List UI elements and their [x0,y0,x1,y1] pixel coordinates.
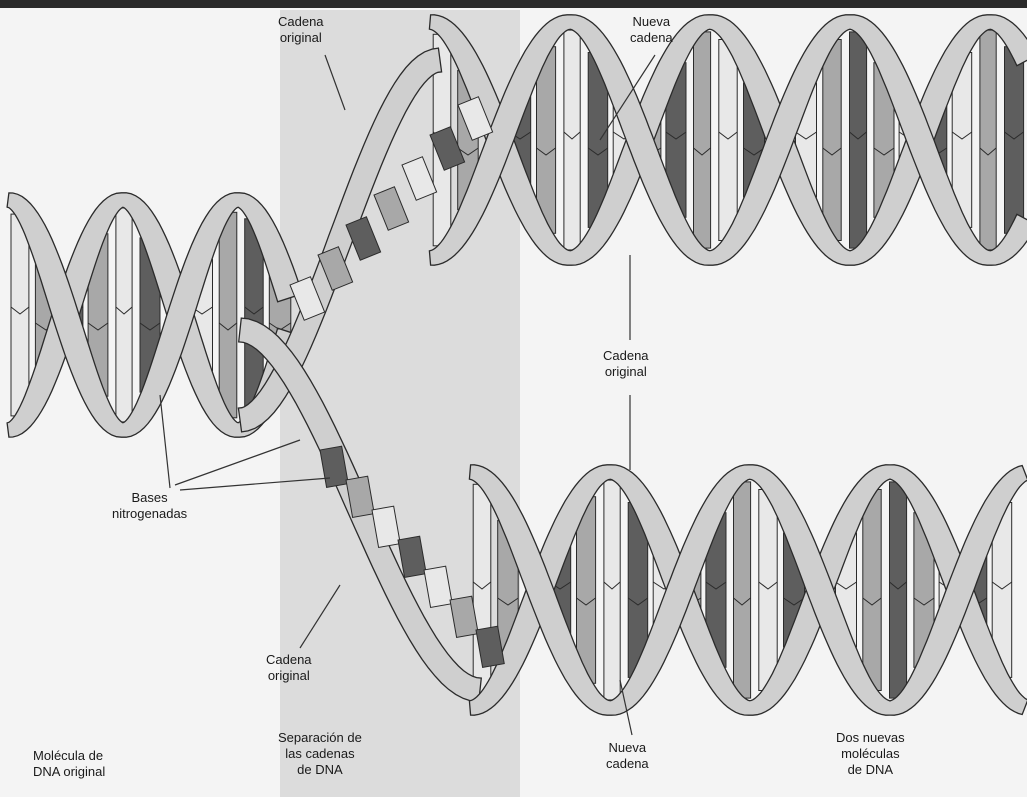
upper-daughter-base-pair [823,40,841,241]
upper-daughter-base-pair [850,32,867,248]
upper-daughter-base-pair [564,30,580,250]
label-bases-nitrogenadas: Bases nitrogenadas [112,490,187,522]
label-text: de DNA [278,762,362,778]
label-text: Molécula de [33,748,105,764]
label-cadena-original-top: Cadena original [278,14,324,46]
label-text: de DNA [836,762,905,778]
upper-daughter-base-pair [719,40,737,241]
leader-bases-1 [160,395,170,488]
label-text: Nueva [630,14,673,30]
label-text: cadena [630,30,673,46]
label-text: original [278,30,324,46]
label-separacion: Separación de las cadenas de DNA [278,730,362,778]
label-molecula-original: Molécula de DNA original [33,748,105,780]
label-cadena-original-middle: Cadena original [601,347,651,381]
label-text: Dos nuevas [836,730,905,746]
label-text: Nueva [606,740,649,756]
label-text: nitrogenadas [112,506,187,522]
upper-daughter-base-pair [980,30,996,250]
label-text: Cadena [278,14,324,30]
lower-daughter-base-pair [734,482,751,698]
original-molecule-base-pair [219,212,237,417]
upper-daughter-base-pair [1005,47,1024,234]
original-molecule-base-pair [11,214,29,416]
label-cadena-original-bottom: Cadena original [266,652,312,684]
lower-daughter-base-pair [890,482,907,698]
original-molecule-base-pair [116,208,132,422]
label-text: Cadena [603,348,649,364]
label-text: Separación de [278,730,362,746]
label-text: Cadena [266,652,312,668]
label-text: cadena [606,756,649,772]
label-nueva-cadena-bottom: Nueva cadena [606,740,649,772]
label-text: las cadenas [278,746,362,762]
label-text: Bases [112,490,187,506]
label-text: moléculas [836,746,905,762]
lower-daughter-base-pair [604,480,620,700]
upper-daughter-base-pair [694,32,711,248]
label-text: original [266,668,312,684]
label-text: DNA original [33,764,105,780]
lower-daughter-base-pair [759,490,777,691]
top-border [0,0,1027,8]
label-text: original [603,364,649,380]
label-dos-nuevas: Dos nuevas moléculas de DNA [836,730,905,778]
lower-daughter-base-pair [863,490,881,691]
label-nueva-cadena-top: Nueva cadena [630,14,673,46]
